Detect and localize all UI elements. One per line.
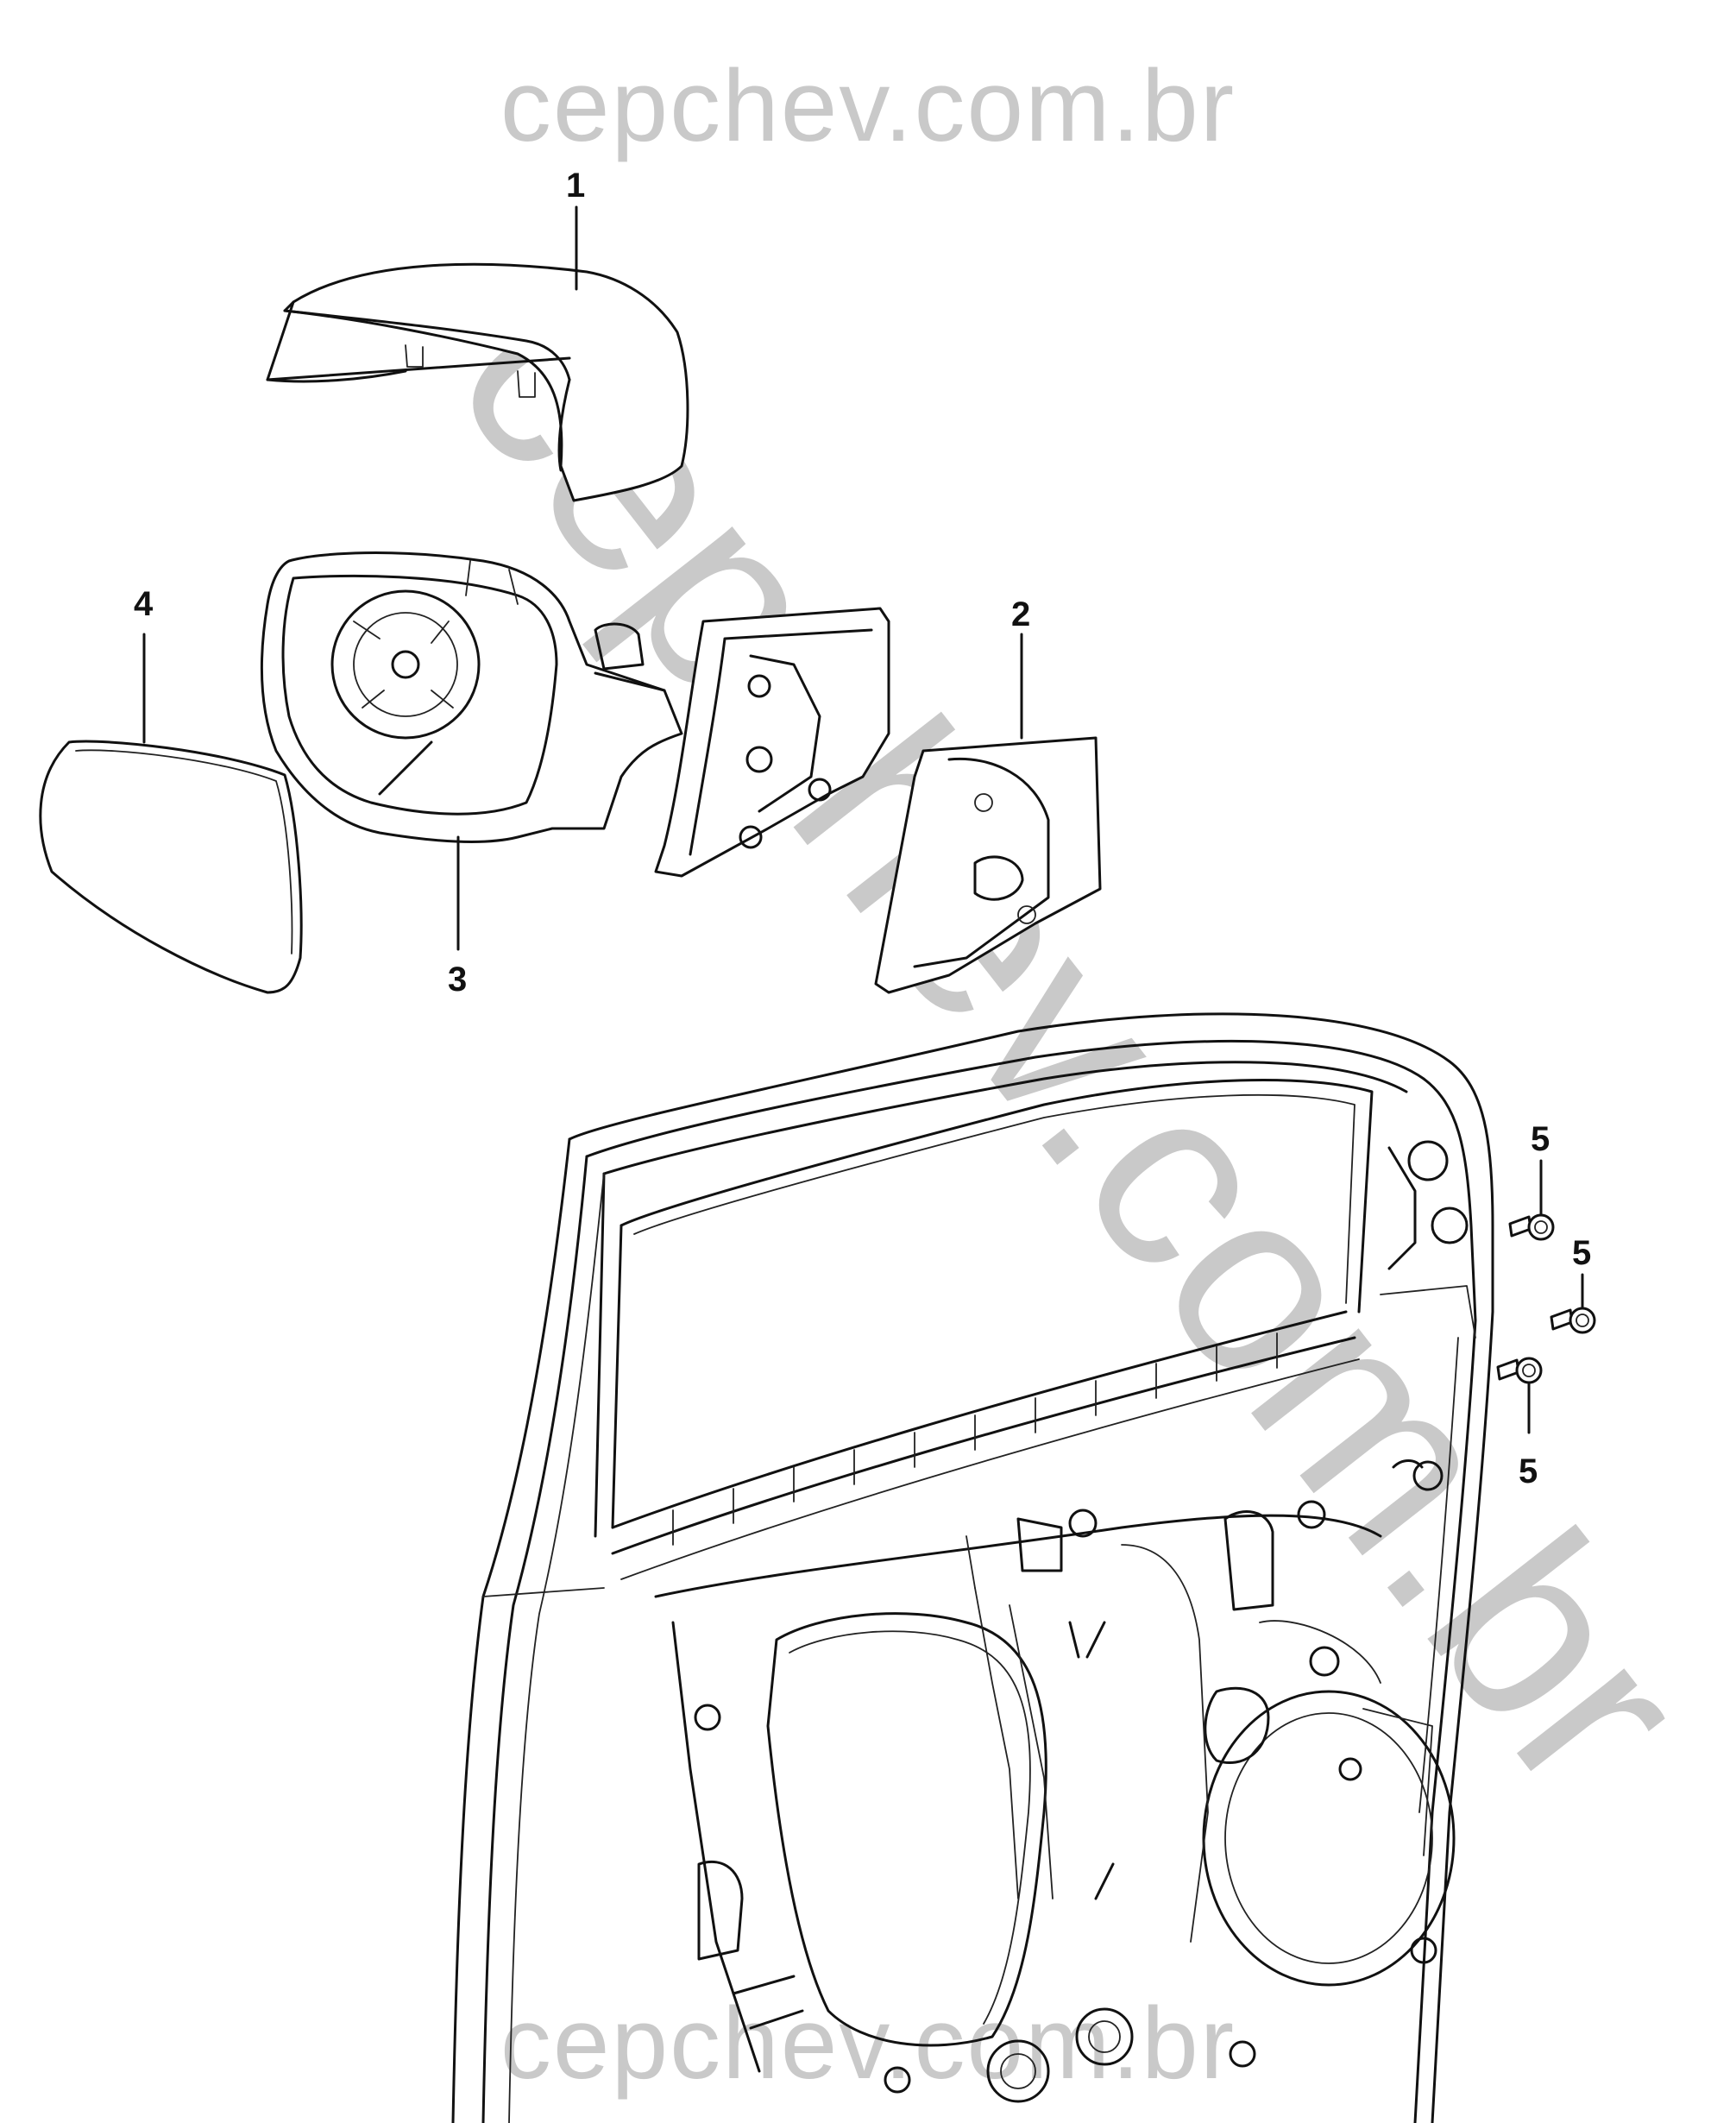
callout-2: 2	[1011, 595, 1031, 633]
part-1-mirror-cover	[266, 262, 689, 502]
bolt-upper	[1508, 1213, 1555, 1241]
callout-5-upper: 5	[1531, 1120, 1550, 1158]
part-2-mirror-base	[654, 607, 1102, 994]
callout-5-lower: 5	[1519, 1452, 1538, 1490]
leader-lines	[142, 205, 1584, 1434]
bolt-middle	[1550, 1307, 1596, 1334]
watermark-top: cepchev.com.br	[500, 49, 1236, 163]
callout-5-middle: 5	[1572, 1234, 1592, 1272]
callout-3: 3	[448, 961, 468, 999]
part-3-mirror-housing	[260, 551, 683, 843]
callout-1: 1	[566, 167, 586, 205]
watermark-bottom: cepchev.com.br	[500, 1987, 1236, 2101]
bolt-lower	[1496, 1357, 1543, 1384]
part-4-mirror-glass	[39, 740, 303, 994]
callout-4: 4	[134, 585, 154, 623]
door-frame	[451, 1012, 1494, 2123]
